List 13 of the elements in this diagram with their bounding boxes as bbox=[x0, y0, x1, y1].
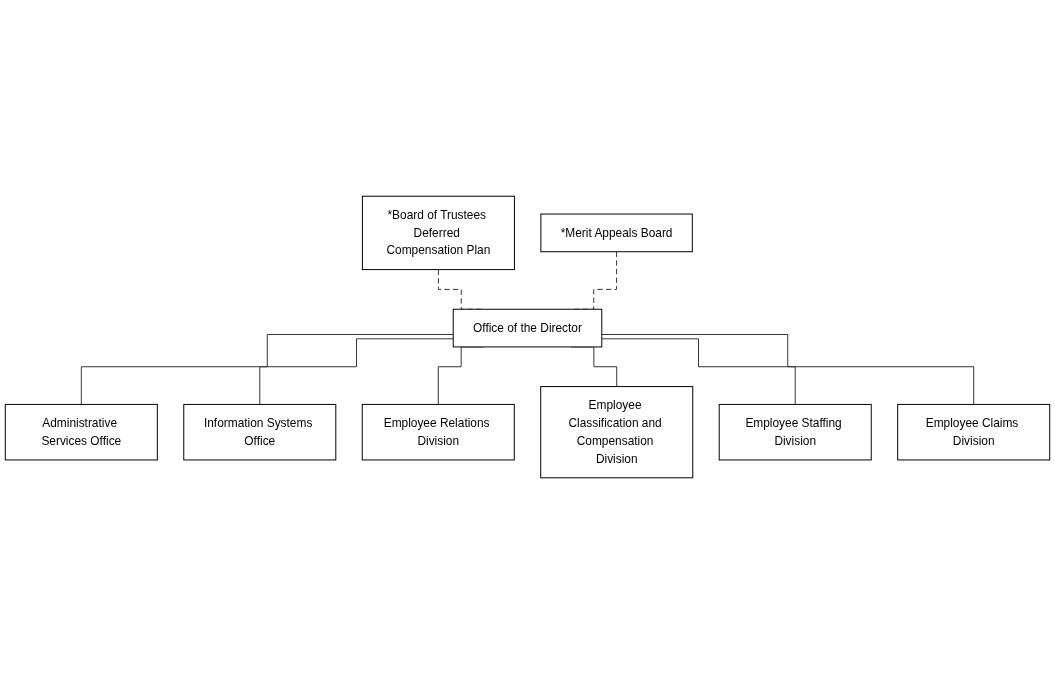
connector bbox=[601, 334, 975, 405]
node-box: Employee Relations Division bbox=[361, 403, 515, 461]
connector bbox=[259, 338, 454, 405]
node-box: Employee Staffing Division bbox=[718, 403, 872, 461]
node-box: Employee Classification and Compensation Division bbox=[540, 386, 694, 479]
connector bbox=[80, 334, 454, 405]
node-box: Administrative Services Office bbox=[4, 403, 158, 461]
node-box: Office of the Director bbox=[452, 308, 603, 348]
node-box: *Board of Trustees Deferred Compensation Plan bbox=[361, 195, 515, 271]
node-box: *Merit Appeals Board bbox=[540, 213, 693, 253]
node-box: Information Systems Office bbox=[183, 403, 337, 461]
connector bbox=[601, 338, 796, 405]
node-box: Employee Claims Division bbox=[897, 403, 1051, 461]
